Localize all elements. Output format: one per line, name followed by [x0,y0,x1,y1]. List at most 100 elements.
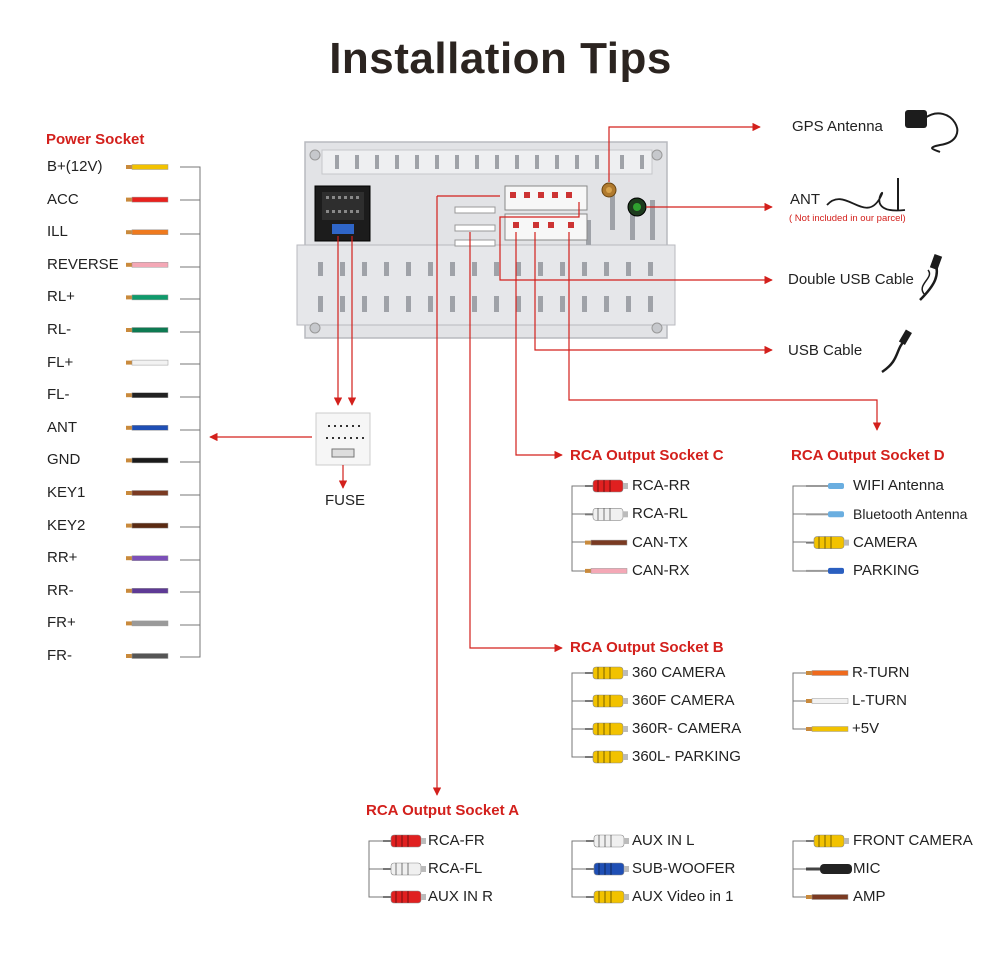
fuse-box [315,412,371,466]
power-wire [126,588,169,594]
power-pin-label: GND [47,451,81,469]
socket-d-item-connector [806,483,844,489]
socket-b-item-label: 360L- PARKING [632,748,741,765]
socket-c-item-connector [585,479,628,493]
power-wire [126,425,169,431]
socket-a-item-connector [383,862,426,876]
usb-cable-label: USB Cable [788,342,863,359]
power-wire [126,294,169,301]
socket-a-item-label: FRONT CAMERA [853,832,973,849]
socket-d-item-connector [806,536,849,549]
power-pin-label: RL+ [47,288,75,306]
socket-b-heading: RCA Output Socket B [570,639,724,656]
power-pin-label: ILL [47,223,68,241]
power-wire [126,555,169,561]
socket-b-item-connector [585,694,628,708]
socket-d-item-label: Bluetooth Antenna [853,506,968,523]
page-title: Installation Tips [329,34,672,83]
socket-b-item-connector [585,666,628,680]
socket-a-item-connector [586,834,629,848]
usb-cable-picture [881,329,912,374]
power-pin-label: FL+ [47,353,74,371]
gps-antenna-label: GPS Antenna [792,118,883,135]
socket-c-item-label: RCA-RR [632,477,691,494]
socket-a-item-label: AUX IN R [428,888,494,905]
socket-c-item-label: CAN-TX [632,533,688,551]
socket-b-side-item-label: R-TURN [852,664,910,681]
power-pin-label: FR+ [47,614,76,632]
power-socket-heading: Power Socket [46,131,145,148]
socket-b-item-label: 360F CAMERA [632,692,735,709]
double-usb-label: Double USB Cable [788,271,914,288]
power-pin-label: RR+ [47,549,78,567]
socket-c-item-connector [585,539,628,546]
gps-antenna-picture [905,110,959,153]
head-unit-back-panel [296,141,676,339]
socket-a-item-connector [383,834,426,848]
socket-a-item-connector [586,890,629,904]
ant-cable-picture [826,178,906,212]
power-pin-label: RL- [47,321,72,338]
socket-a-item-connector [806,834,849,848]
socket-b-side-item-label: L-TURN [852,692,907,709]
socket-d-item-label: CAMERA [853,533,918,551]
socket-a-item-label: SUB-WOOFER [632,860,736,877]
power-wire [126,392,169,398]
socket-d-item-connector [806,511,844,518]
power-wire [126,620,169,627]
socket-a-item-connector [806,894,849,900]
socket-c-item-label: CAN-RX [632,561,690,579]
socket-a-item-label: AUX IN L [632,832,695,849]
power-socket-bracket [180,166,201,658]
fuse-label: FUSE [325,492,366,509]
socket-a-item-label: MIC [853,860,881,877]
socket-a-heading: RCA Output Socket A [366,802,520,819]
double-usb-cable-picture [919,254,943,301]
power-wire [126,490,169,496]
socket-a-item-label: AUX Video in 1 [632,888,734,905]
socket-d-item-label: WIFI Antenna [853,477,944,494]
socket-b-side-item-connector [806,698,849,704]
power-wire [126,457,169,464]
power-wire [126,229,169,235]
socket-b-item-label: 360R- CAMERA [632,720,742,737]
socket-a-item-label: RCA-FR [428,832,485,849]
socket-b-side-item-connector [806,670,849,676]
socket-a-item-label: AMP [853,888,886,905]
socket-d-heading: RCA Output Socket D [791,447,945,464]
socket-a-item-connector [586,862,629,876]
socket-c-item-label: RCA-RL [632,505,688,523]
power-pin-label: KEY1 [47,484,86,501]
power-pin-label: ANT [47,418,77,436]
socket-a-item-connector [806,864,852,874]
power-wire [126,653,169,659]
power-wire [126,359,169,366]
power-wire [126,164,169,170]
power-wire [126,522,169,529]
socket-b-item-connector [585,722,628,736]
socket-a-item-label: RCA-FL [428,860,483,877]
socket-c-item-connector [585,507,628,521]
socket-c-heading: RCA Output Socket C [570,447,724,464]
socket-b-side-item-connector [806,726,849,732]
ant-label: ANT [790,191,820,208]
socket-a-item-connector [383,890,426,904]
power-wire [126,262,169,268]
power-wire [126,196,169,203]
power-pin-label: FL- [47,386,70,404]
socket-b-item-connector [585,750,628,764]
power-wire [126,327,169,333]
socket-d-item-label: PARKING [853,561,920,579]
socket-b-item-label: 360 CAMERA [632,664,726,681]
power-pin-label: ACC [47,190,79,208]
power-pin-label: RR- [47,581,74,599]
power-pin-label: KEY2 [47,516,86,534]
ant-note: ( Not included in our parcel) [789,213,906,224]
power-pin-label: REVERSE [47,255,119,273]
power-pin-label: FR- [47,647,72,664]
socket-b-side-item-label: +5V [852,720,880,737]
socket-c-item-connector [585,568,628,574]
socket-d-item-connector [806,567,844,574]
